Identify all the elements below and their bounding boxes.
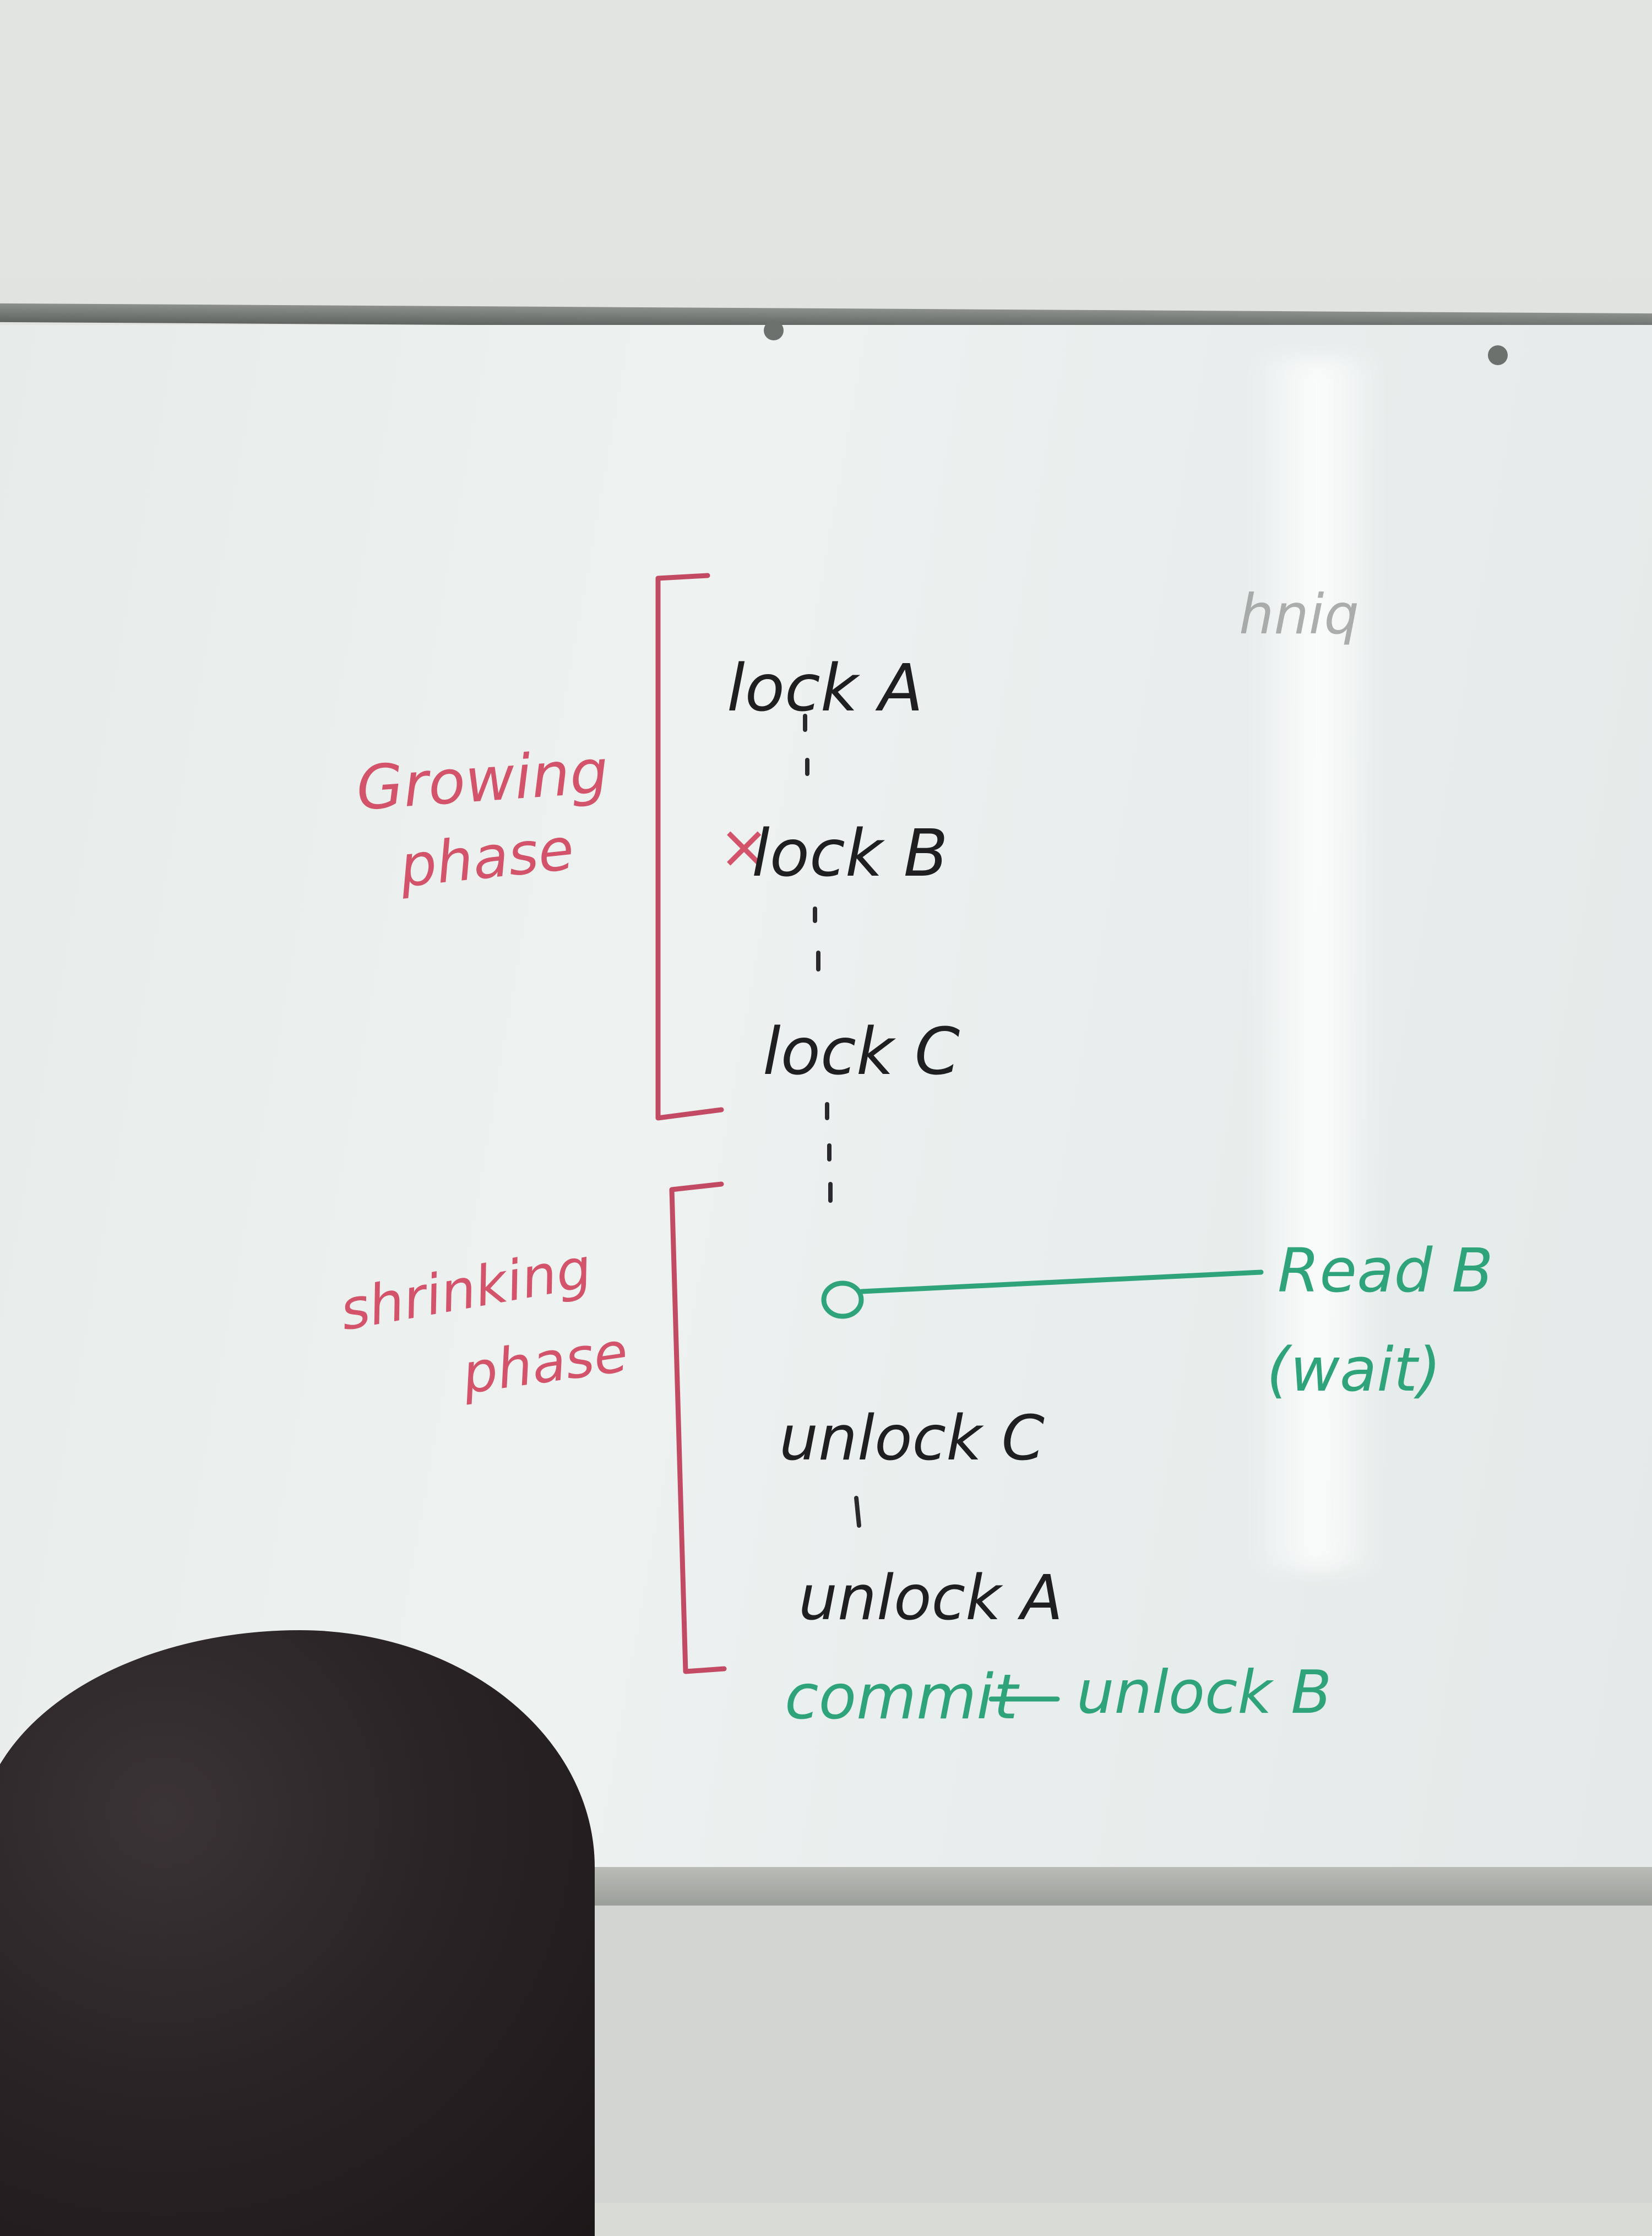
growing-phase-label-line2: phase — [396, 815, 577, 900]
whiteboard-bottom-rail — [430, 1867, 1652, 1906]
read-b-line — [859, 1269, 1264, 1294]
read-b-marker — [821, 1280, 864, 1319]
commit-text: commit — [785, 1662, 1020, 1733]
wait-text: (wait) — [1267, 1334, 1441, 1405]
lock-b-text: lock B — [752, 815, 948, 891]
growing-phase-bracket — [655, 573, 724, 1121]
rail-hook — [1488, 345, 1508, 365]
shrinking-phase-bracket — [669, 1181, 727, 1674]
shrinking-phase-label-line2: phase — [458, 1320, 632, 1407]
lock-b-mark: × — [719, 811, 769, 882]
dotted-timeline — [803, 714, 861, 1528]
rail-hook — [764, 321, 784, 340]
growing-phase-label-line1: Growing — [354, 736, 611, 824]
lock-c-text: lock C — [763, 1013, 960, 1089]
whiteboard — [0, 325, 1652, 1878]
read-b-text: Read B — [1278, 1235, 1493, 1306]
commit-unlock-b-text: unlock B — [1077, 1658, 1332, 1727]
unlock-a-text: unlock A — [798, 1562, 1063, 1634]
light-glare — [1250, 358, 1382, 1570]
faded-corner-text: hniq — [1239, 582, 1359, 647]
shrinking-phase-label-line1: shrinking — [335, 1235, 596, 1343]
lock-a-text: lock A — [727, 650, 923, 726]
unlock-c-text: unlock C — [779, 1403, 1045, 1474]
person-head-foreground — [0, 1630, 595, 2236]
